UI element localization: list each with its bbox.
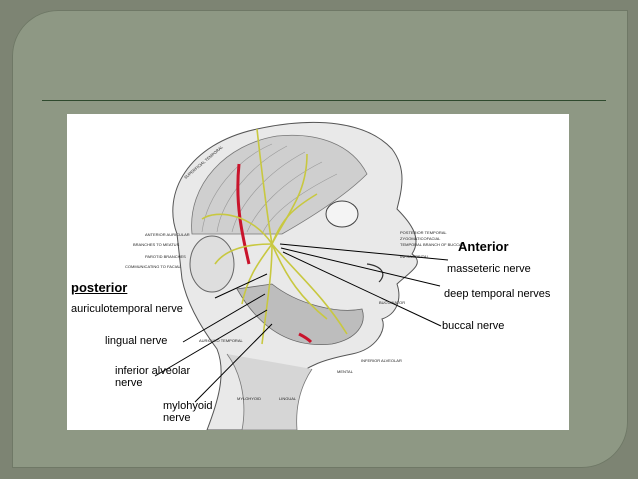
- label-anterior-auricular: ANTERIOR AURICULAR: [145, 232, 190, 237]
- title-divider: [42, 100, 606, 101]
- label-mental: MENTAL: [337, 369, 353, 374]
- label-mylohyoid-nerve: mylohyoid nerve: [163, 400, 213, 424]
- nerve-paths: [201, 128, 348, 345]
- label-lingual-small: LINGUAL: [279, 396, 297, 401]
- label-zygomaticofacial: ZYGOMATICOFACIAL: [400, 236, 441, 241]
- label-deep-temporal-nerves: deep temporal nerves: [444, 288, 551, 300]
- label-masseteric-nerve: masseteric nerve: [447, 263, 531, 275]
- label-infraorbital: INFRAORBITAL: [400, 254, 429, 259]
- head-illustration: [154, 121, 449, 430]
- label-auriculo-temporal: AURICULO TEMPORAL: [199, 338, 243, 343]
- neck: [226, 353, 313, 430]
- label-branches-to-meatus: BRANCHES TO MEATUS: [133, 242, 180, 247]
- label-posterior: posterior: [71, 280, 128, 295]
- label-communicating-to-facial: COMMUNICATING TO FACIAL: [125, 264, 181, 269]
- label-buccinator: BUCCINATOR: [379, 300, 406, 305]
- label-inferior-alveolar-nerve: inferior alveolar nerve: [115, 365, 191, 389]
- label-auriculotemporal-nerve: auriculotemporal nerve: [71, 303, 183, 315]
- label-buccal-nerve: buccal nerve: [442, 320, 505, 332]
- label-parotid-branches: PAROTID BRANCHES: [145, 254, 186, 259]
- ear: [189, 235, 235, 293]
- muscle-striations: [201, 143, 338, 233]
- label-inferior-alveolar-small: INFERIOR ALVEOLAR: [361, 358, 402, 363]
- artery-branch: [298, 332, 313, 344]
- mouth: [366, 263, 384, 283]
- label-anterior: Anterior: [458, 239, 509, 254]
- label-posterior-temporal: POSTERIOR TEMPORAL: [400, 230, 447, 235]
- label-mylohyoid-small: MYLOHYOID: [237, 396, 262, 401]
- label-lingual-nerve: lingual nerve: [105, 335, 168, 347]
- eye: [325, 200, 359, 228]
- label-temporal-branch-of-buccal: TEMPORAL BRANCH OF BUCCAL: [400, 242, 464, 247]
- anatomy-figure: ANTERIOR AURICULAR BRANCHES TO MEATUS PA…: [67, 114, 569, 430]
- leader-lines: [154, 243, 449, 403]
- temporal-muscle: [191, 134, 368, 235]
